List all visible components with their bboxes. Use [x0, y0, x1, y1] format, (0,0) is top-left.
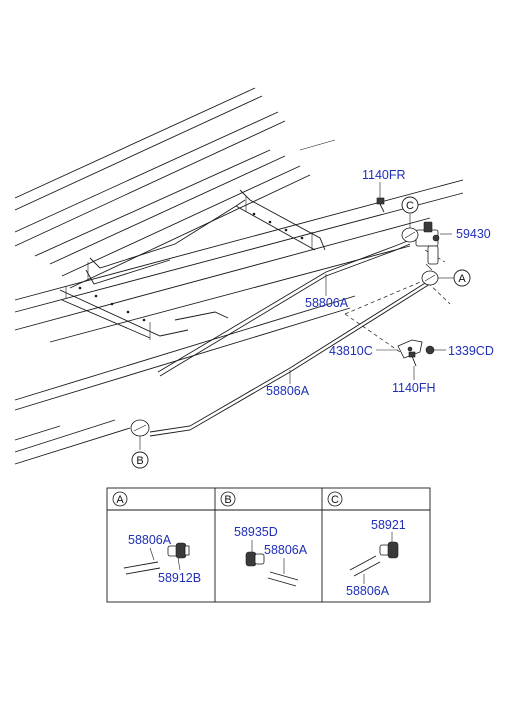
part-labels: 1140FR 59430 58806A 43810C 1339CD 1140FH… — [266, 168, 494, 398]
fitting-marker-b — [130, 419, 150, 437]
panel-b-line-label: 58806A — [264, 543, 308, 557]
label-43810c: 43810C — [329, 344, 373, 358]
panel-a-header: A — [116, 494, 124, 506]
panel-b-fitting-label: 58935D — [234, 525, 278, 539]
label-1140fh: 1140FH — [392, 381, 436, 395]
label-1339cd: 1339CD — [448, 344, 494, 358]
fitting-58921-icon — [379, 541, 399, 559]
bolt-1140fr — [376, 197, 385, 213]
fitting-58935d-icon — [245, 551, 265, 567]
panel-c-header: C — [331, 494, 339, 506]
fitting-58912b-icon — [167, 542, 190, 559]
pressure-valve-59430 — [415, 221, 440, 271]
detail-panel-c: C 58921 58806A — [327, 491, 406, 598]
panel-a-line-label: 58806A — [128, 533, 172, 547]
detail-panel-b: B 58935D 58806A — [220, 491, 308, 587]
detail-panel-a: A 58806A 58912B — [112, 491, 201, 585]
callout-c-letter: C — [406, 200, 414, 212]
callout-c: C — [401, 196, 419, 228]
vehicle-frame — [14, 87, 464, 465]
panel-b-header: B — [224, 494, 231, 506]
fitting-marker-c — [401, 227, 419, 243]
label-1140fr: 1140FR — [362, 168, 406, 182]
callout-a-letter: A — [458, 273, 466, 285]
bracket-43810c — [397, 339, 423, 359]
bolt-1140fh — [408, 351, 417, 367]
label-58806a-upper: 58806A — [305, 296, 349, 310]
callout-b: B — [131, 436, 149, 469]
callout-b-letter: B — [136, 455, 143, 467]
detail-table: A 58806A 58912B B 58935D 58806A — [106, 487, 431, 603]
fitting-marker-a — [421, 270, 439, 286]
panel-a-fitting-label: 58912B — [158, 571, 201, 585]
callout-a: A — [438, 269, 471, 287]
label-59430: 59430 — [456, 227, 491, 241]
panel-c-fitting-label: 58921 — [371, 518, 406, 532]
panel-c-line-label: 58806A — [346, 584, 390, 598]
brake-lines — [149, 239, 451, 437]
label-58806a-lower: 58806A — [266, 384, 310, 398]
clip-1339cd — [425, 345, 435, 355]
